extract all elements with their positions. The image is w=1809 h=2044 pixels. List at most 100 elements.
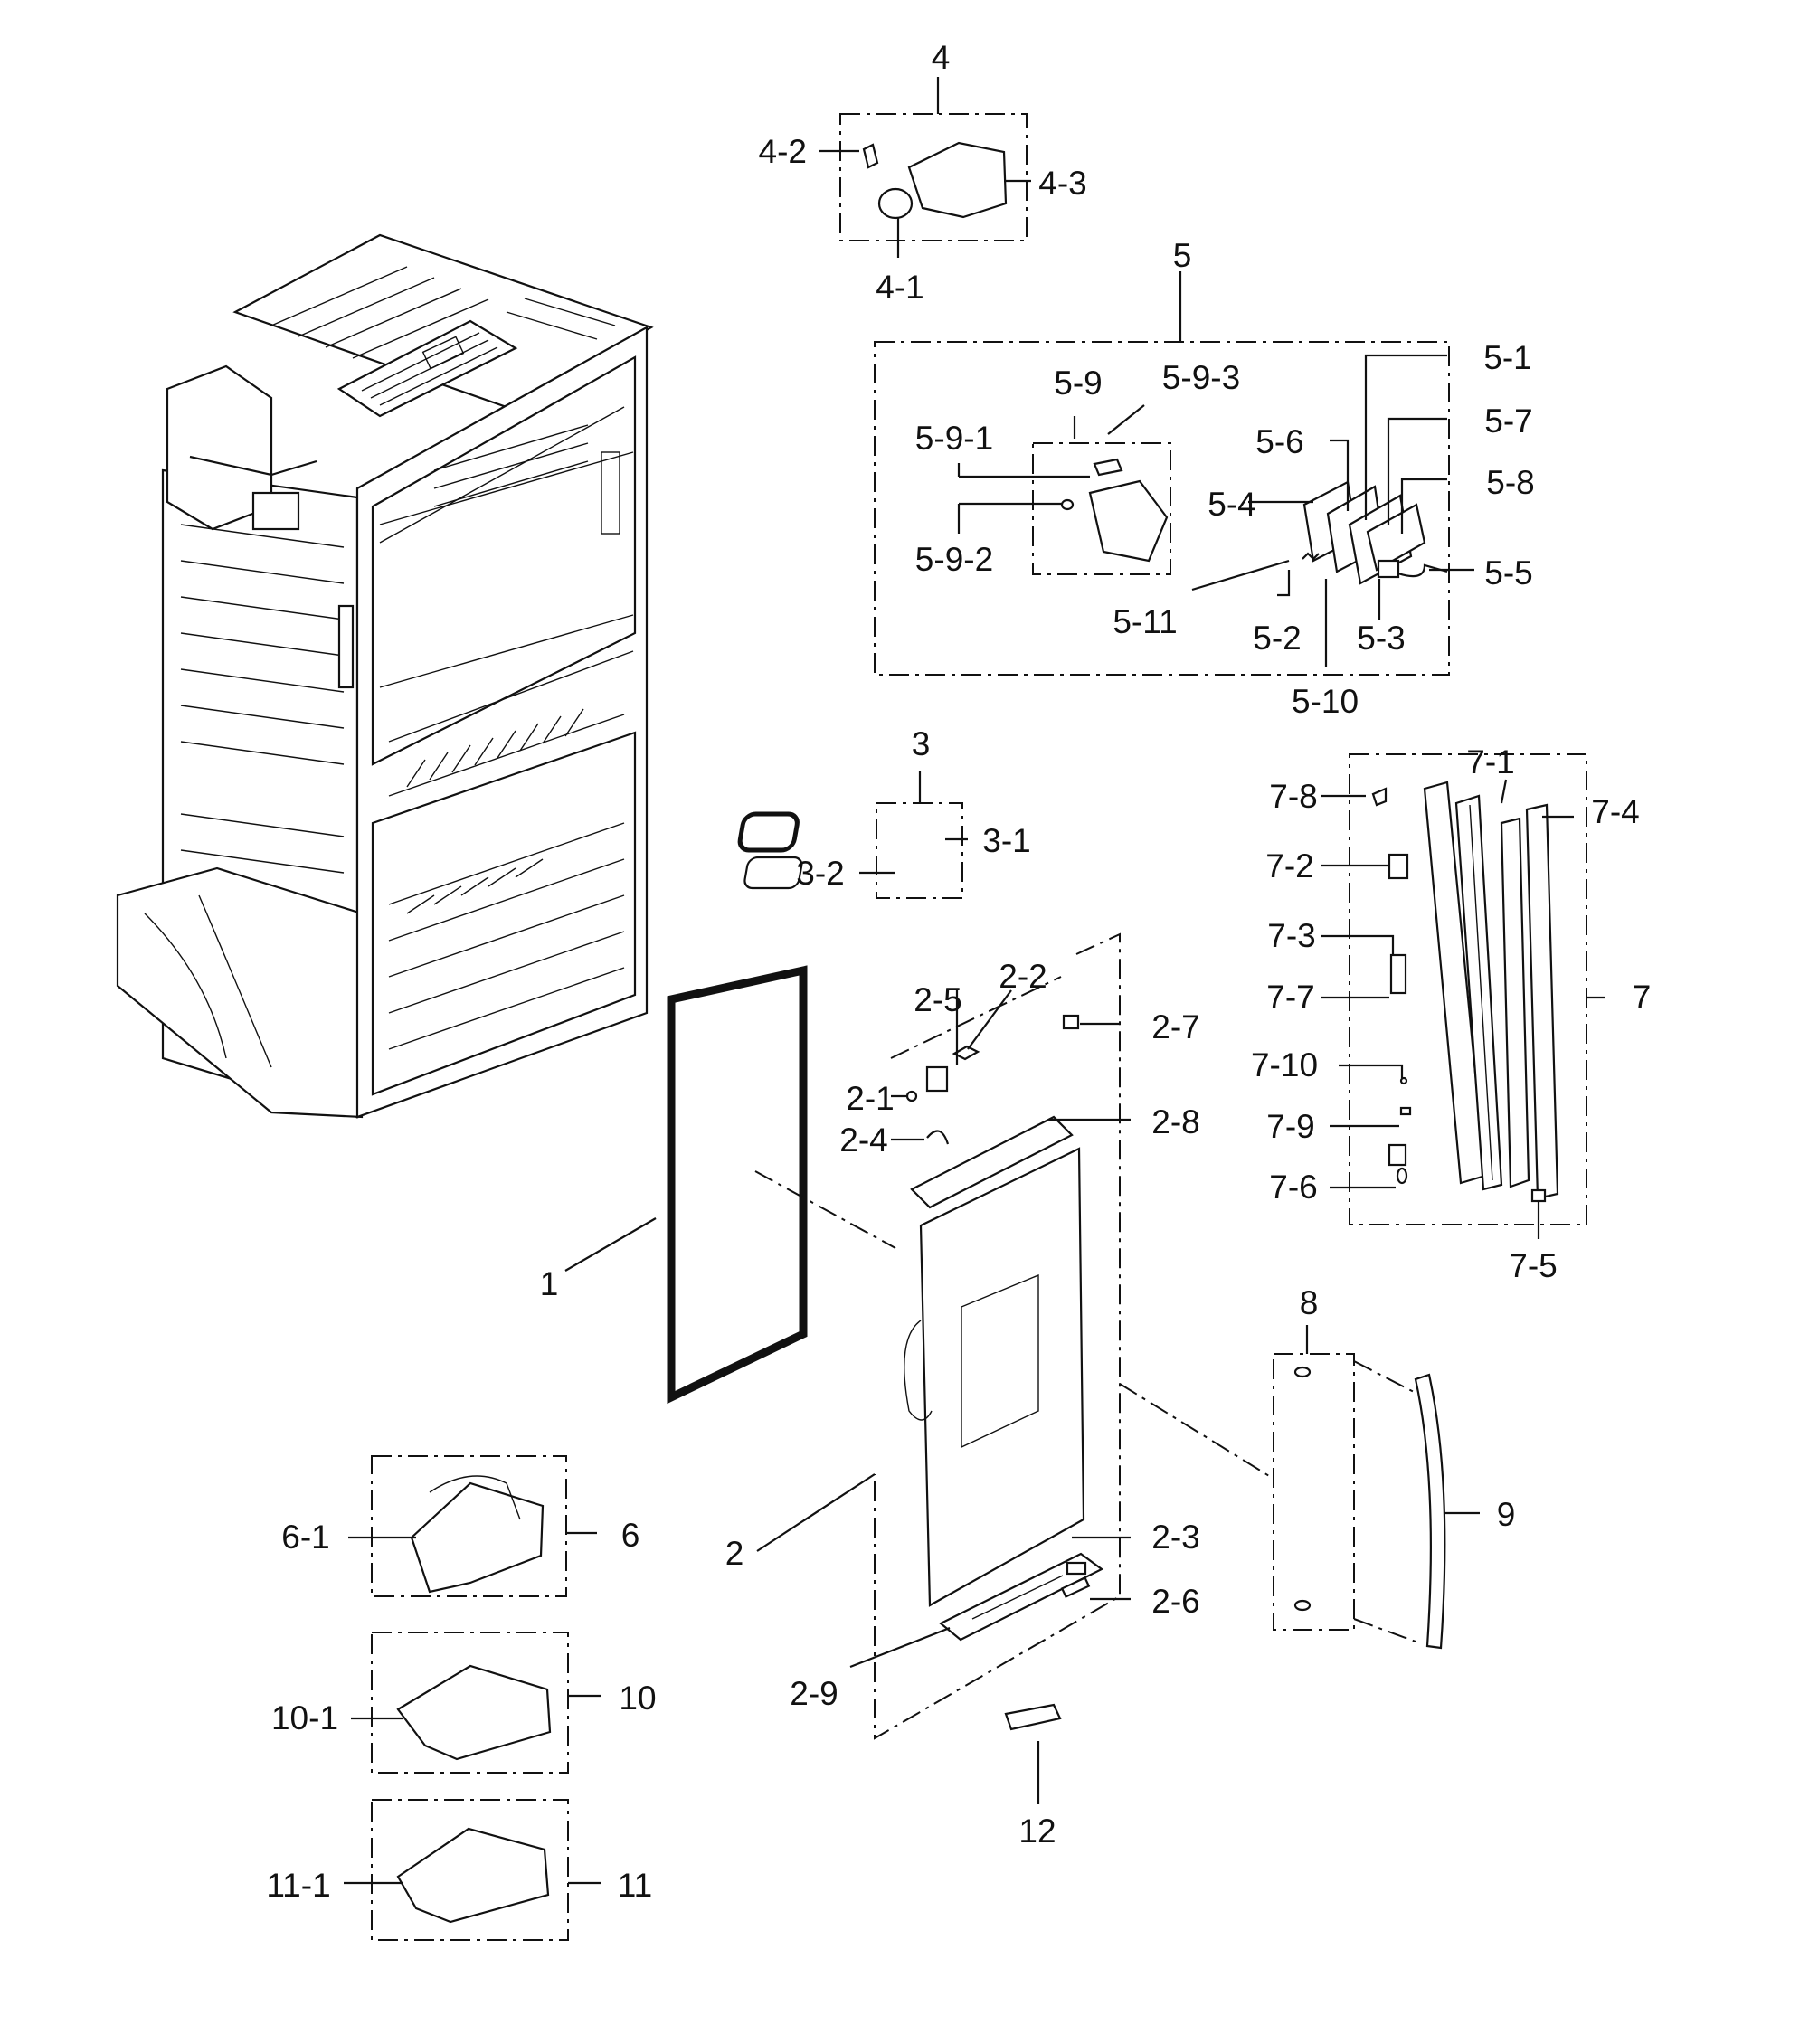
label-5-5: 5-5 bbox=[1484, 554, 1532, 591]
label-2-8: 2-8 bbox=[1151, 1103, 1199, 1140]
part-2-door bbox=[919, 1147, 1085, 1607]
label-5-11: 5-11 bbox=[1113, 603, 1177, 640]
label-2-2: 2-2 bbox=[999, 958, 1047, 995]
label-5-10: 5-10 bbox=[1292, 683, 1359, 720]
group-7 bbox=[1321, 753, 1605, 1239]
label-11: 11 bbox=[618, 1867, 652, 1904]
group-4-box bbox=[839, 113, 1028, 241]
group-8-box bbox=[1273, 1353, 1355, 1631]
part-5-2 bbox=[1302, 552, 1320, 561]
group-10 bbox=[351, 1632, 601, 1774]
label-9: 9 bbox=[1497, 1496, 1516, 1533]
label-4-3: 4-3 bbox=[1038, 165, 1086, 202]
label-7-5: 7-5 bbox=[1509, 1247, 1557, 1284]
label-7-4: 7-4 bbox=[1591, 793, 1639, 830]
part-6-1 bbox=[410, 1481, 545, 1594]
part-7-3 bbox=[1389, 953, 1407, 995]
part-7-1 bbox=[1454, 794, 1503, 1191]
label-8: 8 bbox=[1300, 1284, 1319, 1321]
cabinet-side-handle bbox=[337, 604, 355, 689]
part-2-9 bbox=[938, 1552, 1104, 1642]
label-7-8: 7-8 bbox=[1269, 778, 1317, 815]
part-5-9 bbox=[1088, 479, 1169, 563]
label-7-1: 7-1 bbox=[1466, 743, 1514, 781]
part-11-1 bbox=[396, 1827, 550, 1924]
cabinet-tube-2 bbox=[198, 894, 272, 1068]
part-1-gasket-group bbox=[564, 965, 896, 1405]
part-7-4 bbox=[1525, 803, 1559, 1200]
label-2-7: 2-7 bbox=[1151, 1008, 1199, 1046]
part-7-6-bracket bbox=[1388, 1143, 1407, 1167]
part-2-2 bbox=[952, 1045, 980, 1061]
label-4-2: 4-2 bbox=[759, 133, 807, 170]
part-2-7 bbox=[1062, 1014, 1080, 1030]
cabinet-hinge-block bbox=[251, 491, 300, 531]
label-2-5: 2-5 bbox=[914, 981, 961, 1018]
cabinet-freezer-slats bbox=[388, 822, 625, 1050]
part-2-6 bbox=[1060, 1576, 1091, 1598]
label-5-9: 5-9 bbox=[1054, 364, 1102, 402]
label-5: 5 bbox=[1173, 237, 1192, 274]
label-12: 12 bbox=[1018, 1812, 1056, 1850]
part-4-1 bbox=[877, 187, 914, 220]
label-7-9: 7-9 bbox=[1266, 1108, 1314, 1145]
group-7-box bbox=[1349, 753, 1587, 1225]
part-5-9-3 bbox=[1093, 458, 1123, 477]
label-5-9-3: 5-9-3 bbox=[1162, 359, 1240, 396]
cabinet-tube bbox=[144, 913, 227, 1059]
part-10-1 bbox=[396, 1664, 552, 1761]
part-4-2 bbox=[862, 143, 879, 169]
part-5-9-2 bbox=[1060, 498, 1075, 511]
label-7-3: 7-3 bbox=[1267, 917, 1315, 954]
group-3-box bbox=[876, 802, 963, 899]
label-7: 7 bbox=[1633, 979, 1652, 1016]
cabinet-top-display bbox=[421, 336, 465, 370]
label-4-1: 4-1 bbox=[876, 269, 923, 306]
label-2-1: 2-1 bbox=[846, 1080, 894, 1117]
cabinet-crisper-slats bbox=[388, 708, 625, 797]
part-2-3 bbox=[1066, 1561, 1087, 1576]
callout-labels: 4 4-2 4-3 4-1 5 5-1 5-9 5-9-3 5-7 5-9-1 … bbox=[266, 39, 1651, 1904]
label-5-4: 5-4 bbox=[1208, 486, 1255, 523]
group-4 bbox=[819, 77, 1031, 258]
label-5-7: 5-7 bbox=[1484, 402, 1532, 440]
label-5-8: 5-8 bbox=[1486, 464, 1534, 501]
label-6-1: 6-1 bbox=[281, 1519, 329, 1556]
part-7-2 bbox=[1388, 853, 1409, 880]
group-10-box bbox=[371, 1632, 569, 1774]
part-7-10 bbox=[1399, 1076, 1408, 1085]
part-7-6 bbox=[1396, 1167, 1408, 1185]
part-2-door-edge bbox=[904, 1320, 933, 1421]
part-7-gasket bbox=[1500, 817, 1530, 1188]
cabinet-hinge-arm bbox=[189, 455, 317, 477]
group-11 bbox=[344, 1799, 601, 1941]
label-6: 6 bbox=[621, 1517, 640, 1554]
label-3-2: 3-2 bbox=[796, 855, 844, 892]
part-7-5 bbox=[1530, 1188, 1547, 1203]
group-5-9-box bbox=[1032, 442, 1171, 575]
part-8-top-screw bbox=[1293, 1366, 1312, 1378]
label-11-1: 11-1 bbox=[266, 1867, 330, 1904]
part-2-4 bbox=[926, 1130, 950, 1145]
group-8-9 bbox=[1119, 1325, 1480, 1650]
cabinet-top-vent-slots bbox=[361, 332, 498, 406]
label-1: 1 bbox=[540, 1265, 559, 1302]
cabinet-top-ribs bbox=[270, 266, 616, 359]
label-5-9-2: 5-9-2 bbox=[915, 541, 993, 578]
label-5-3: 5-3 bbox=[1357, 620, 1405, 657]
part-9-handle bbox=[1414, 1373, 1446, 1650]
label-2: 2 bbox=[725, 1535, 744, 1572]
part-12-group bbox=[1004, 1703, 1062, 1804]
group-2 bbox=[756, 932, 1131, 1740]
part-7-8 bbox=[1371, 787, 1388, 807]
part-5-3 bbox=[1377, 559, 1400, 579]
group-11-box bbox=[371, 1799, 569, 1941]
part-1 bbox=[667, 965, 808, 1405]
label-5-6: 5-6 bbox=[1255, 423, 1303, 460]
label-2-3: 2-3 bbox=[1151, 1519, 1199, 1556]
label-2-6: 2-6 bbox=[1151, 1583, 1199, 1620]
part-2-8 bbox=[910, 1115, 1074, 1209]
part-3-1 bbox=[737, 811, 800, 853]
cabinet-upper-opening bbox=[371, 355, 637, 766]
